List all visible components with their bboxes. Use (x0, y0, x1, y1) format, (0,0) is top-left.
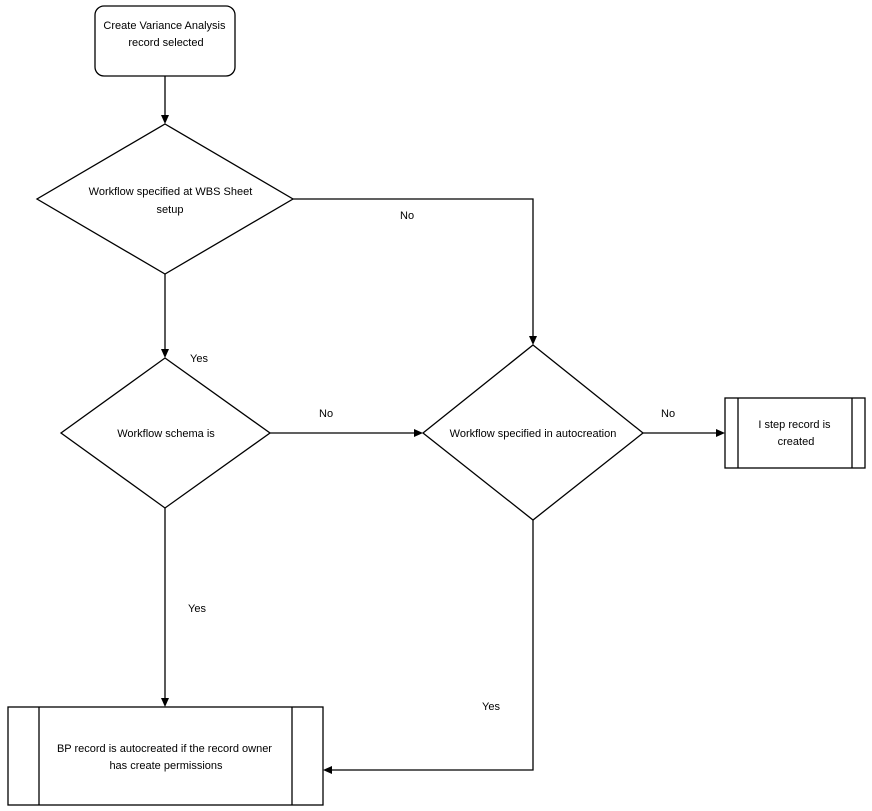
arrowhead (716, 429, 725, 437)
arrowhead (529, 336, 537, 345)
edge-wbs-no (293, 198, 534, 336)
decision-autocreation-node: Workflow specified in autocreation (421, 344, 645, 521)
decision-schema-line-1: Workflow schema is (117, 428, 215, 440)
edge-autocreation-yes (332, 520, 534, 771)
arrowhead (323, 766, 332, 774)
start-node-shape (94, 5, 236, 77)
decision-wbs-text: Workflow specified at WBS Sheet setup (89, 186, 256, 216)
process-istep-node: I step record is created (724, 397, 866, 469)
label-schema-yes: Yes (188, 603, 206, 615)
decision-wbs-shape (35, 123, 295, 275)
decision-wbs-line-1: Workflow specified at WBS Sheet (89, 186, 253, 198)
process-istep-line-2: created (778, 436, 815, 448)
arrowhead (414, 429, 423, 437)
process-bp-shape (7, 706, 324, 806)
process-bp-line-1: BP record is autocreated if the record o… (57, 743, 272, 755)
label-autocreation-no: No (661, 408, 675, 420)
process-istep-line-1: I step record is (758, 419, 831, 431)
decision-autocreation-shape (421, 344, 645, 521)
decision-schema-text: Workflow schema is (117, 428, 215, 440)
decision-autocreation-text: Workflow specified in autocreation (450, 428, 617, 440)
start-node: Create Variance Analysis record selected (94, 5, 236, 77)
process-istep-text: I step record is created (758, 419, 833, 448)
start-node-text: Create Variance Analysis record selected (103, 20, 228, 49)
arrowhead (161, 349, 169, 358)
process-bp-line-2: has create permissions (109, 760, 223, 772)
label-wbs-no: No (400, 210, 414, 222)
label-schema-no: No (319, 408, 333, 420)
label-autocreation-yes: Yes (482, 701, 500, 713)
start-node-line-1: Create Variance Analysis (103, 20, 226, 32)
process-bp-text: BP record is autocreated if the record o… (57, 743, 275, 772)
process-bp-node: BP record is autocreated if the record o… (7, 706, 324, 806)
process-istep-shape (724, 397, 866, 469)
decision-wbs-node: Workflow specified at WBS Sheet setup (35, 123, 295, 275)
arrowhead (161, 115, 169, 124)
label-wbs-yes: Yes (190, 353, 208, 365)
decision-schema-shape (59, 357, 272, 509)
arrowhead (161, 698, 169, 707)
decision-autocreation-line-1: Workflow specified in autocreation (450, 428, 617, 440)
start-node-line-2: record selected (128, 37, 203, 49)
decision-wbs-line-2: setup (157, 204, 184, 216)
decision-schema-node: Workflow schema is (59, 357, 272, 509)
